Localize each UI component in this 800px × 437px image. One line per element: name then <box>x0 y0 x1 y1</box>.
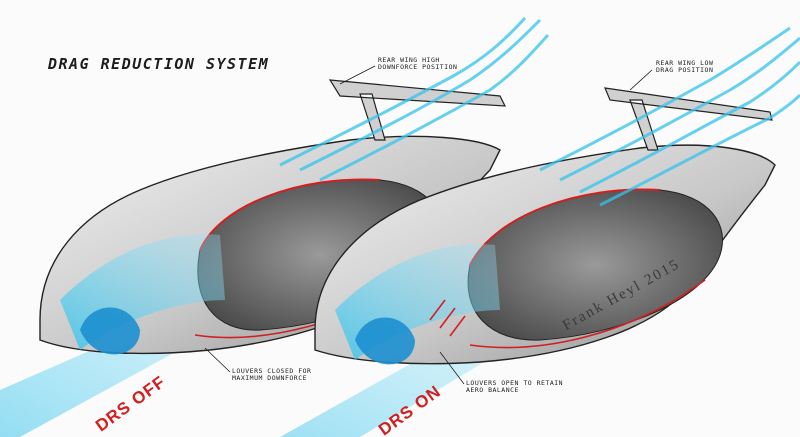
open-louvers <box>429 299 466 337</box>
red-trim <box>199 178 381 251</box>
note-louvers-closed: Louvers closed for maximum downforce <box>232 367 312 383</box>
car-drs-on <box>314 26 800 365</box>
note-louvers-open: Louvers open to retain aero balance <box>466 379 564 395</box>
diagram-title: Drag Reduction System <box>48 55 270 73</box>
airflow-nose <box>60 234 225 355</box>
airflow-nose <box>335 244 500 365</box>
note-rear-wing-low-drag: Rear wing low drag position <box>656 59 714 75</box>
car-drs-off <box>39 16 550 355</box>
rear-wing <box>604 87 773 151</box>
red-trim <box>469 279 706 349</box>
airflow-wing <box>539 26 800 207</box>
airflow-wing <box>279 16 550 182</box>
leader-lines <box>204 65 653 385</box>
note-rear-wing-high-downforce: Rear wing high downforce position <box>378 56 458 72</box>
rear-wing <box>328 79 507 141</box>
